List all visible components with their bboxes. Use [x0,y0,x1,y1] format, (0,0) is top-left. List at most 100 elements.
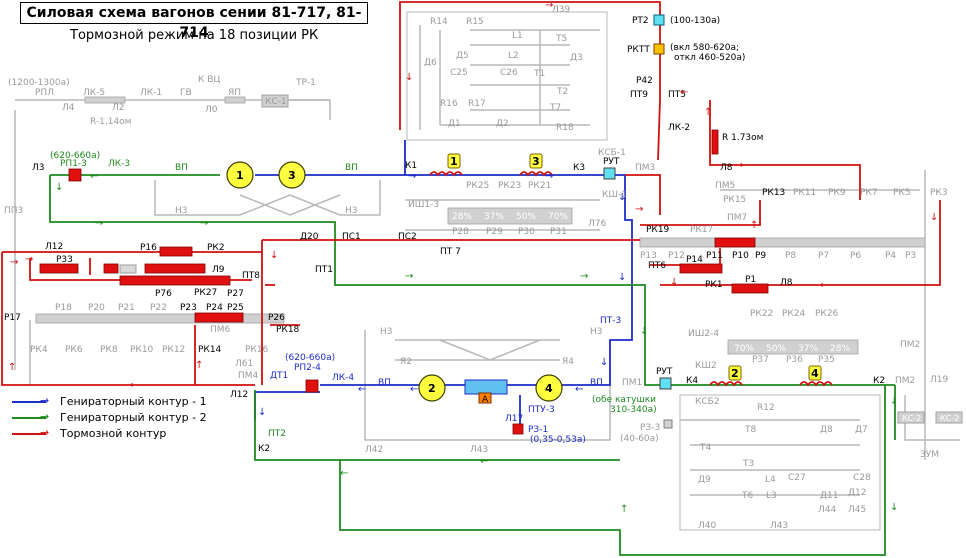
t1-label: Т1 [533,69,545,79]
rk8-label: РК8 [100,345,118,355]
brake-circuit [1,1,941,386]
p7-label: Р7 [818,251,829,261]
ammeter [478,392,492,404]
rpl-label: РПЛ [35,88,54,98]
rk7-label: РК7 [860,188,878,198]
pt1-label: ПТ1 [315,265,333,275]
ks2-box-2 [935,411,963,424]
coil-3-number: 3 [532,155,540,168]
rk23-label: РК23 [498,181,521,191]
svg-text:↓: ↓ [618,192,626,203]
svg-text:↓: ↓ [270,250,278,261]
d8-label: Д8 [820,425,833,435]
lk5-label: ЛК-5 [83,88,105,98]
p18-label: Р18 [55,303,72,313]
rut-relay-2 [659,377,672,390]
ks2-label-2: КС-2 [940,414,959,423]
brake-relays [603,14,673,429]
rk19-label: РК19 [646,225,670,235]
d12-label: Д12 [848,488,866,498]
k1-label: К1 [405,161,417,171]
l40-label: Л40 [698,521,716,531]
pm5-label: ПМ5 [715,181,735,191]
rk13-label: РК13 [762,188,785,198]
d7-label: Д7 [855,425,868,435]
c25-label: С25 [450,68,468,78]
l3-label: Л3 [32,163,45,173]
svg-text:↑: ↑ [8,362,16,373]
rp1-3-relay [68,168,82,182]
legend-label: Генираторный контур - 1 [60,395,207,408]
pm4-label: ПМ4 [238,371,259,381]
r114-label: R-1.14ом [90,117,131,127]
r173-label: R 1.73ом [722,133,763,143]
arrow-right-icon: → [40,394,50,407]
k2-right-label: К2 [873,376,885,386]
rut-relay [603,167,616,180]
svg-text:→: → [408,171,416,182]
p36-label: Р36 [786,355,803,365]
ps2-label: ПС2 [398,232,417,242]
legend-label: Генираторный контур - 2 [60,411,207,424]
motor-1 [226,161,254,189]
rktt-range-2: откл 460-520а) [674,53,745,63]
motor-3 [278,161,306,189]
legend-label: Тормозной контур [60,427,167,440]
rk1-label: РК1 [705,280,723,290]
svg-text:→: → [735,160,743,171]
motor-3-number: 3 [288,169,296,182]
resistor-p14 [679,263,723,274]
rp1-3-range: (620-660а) [50,151,100,161]
svg-text:←: ← [820,280,828,291]
legend-item-circuit-1: → Генираторный контур - 1 [12,394,207,410]
arrow-right-icon: → [40,426,50,439]
t3-label: Т3 [742,459,754,469]
d20-label: Д20 [300,232,319,242]
ptu3-label: ПТУ-3 [528,405,555,415]
coil-4-number: 4 [811,367,819,380]
ksh2-label: КШ2 [695,361,717,371]
rk4-label: РК4 [30,345,48,355]
l2c-label: L2 [508,51,519,61]
page-subtitle: Тормозной режим на 18 позиции РК [70,28,319,43]
motor-4 [535,374,563,402]
n3-label: Н3 [175,206,188,216]
coil-2-number: 2 [731,367,739,380]
p22-label: Р22 [150,303,167,313]
rp1-3-label: РП1-3 [60,159,87,169]
rk21-label: РК21 [528,181,551,191]
ksb2-label: КСБ2 [695,397,720,407]
p11-label: Р11 [706,251,723,261]
p31-label: Р31 [550,227,567,237]
d3-label: Д3 [570,53,583,63]
svg-text:↓: ↓ [618,272,626,283]
pz3-label: РЗ-3 [640,423,660,433]
d5-label: Д5 [456,51,469,61]
p17-label: Р17 [4,313,21,323]
ps1-label: ПС1 [342,232,361,242]
l76-label: Л76 [588,219,606,229]
k2-label: К2 [258,444,270,454]
l9-label: Л9 [212,265,225,275]
l44-label: Л44 [818,505,836,515]
r15-label: R15 [466,17,484,27]
ks2-box [897,411,925,424]
resistor-p76 [119,275,231,286]
ya4-label: Я4 [562,357,574,367]
rk9-label: РК9 [828,188,846,198]
rk17-label: РК17 [690,225,713,235]
vp-label-2: ВП [345,163,358,173]
rk11-label: РК11 [793,188,816,198]
rut2-note-2: 310-340а) [610,405,657,415]
svg-text:↑: ↑ [620,504,628,515]
pt9-label: ПТ9 [630,90,648,100]
d1-label: Д1 [448,119,461,129]
rktt-relay [653,43,665,55]
page-title: Силовая схема вагонов сении 81-717, 81-7… [20,2,368,41]
k3-label: К3 [573,163,585,173]
ammeter-shunt [464,379,508,395]
l3c-label: L3 [766,491,777,501]
svg-text:↓: ↓ [640,326,648,337]
rt2-relay [653,14,665,26]
rktt-label: РКТТ [627,45,650,55]
